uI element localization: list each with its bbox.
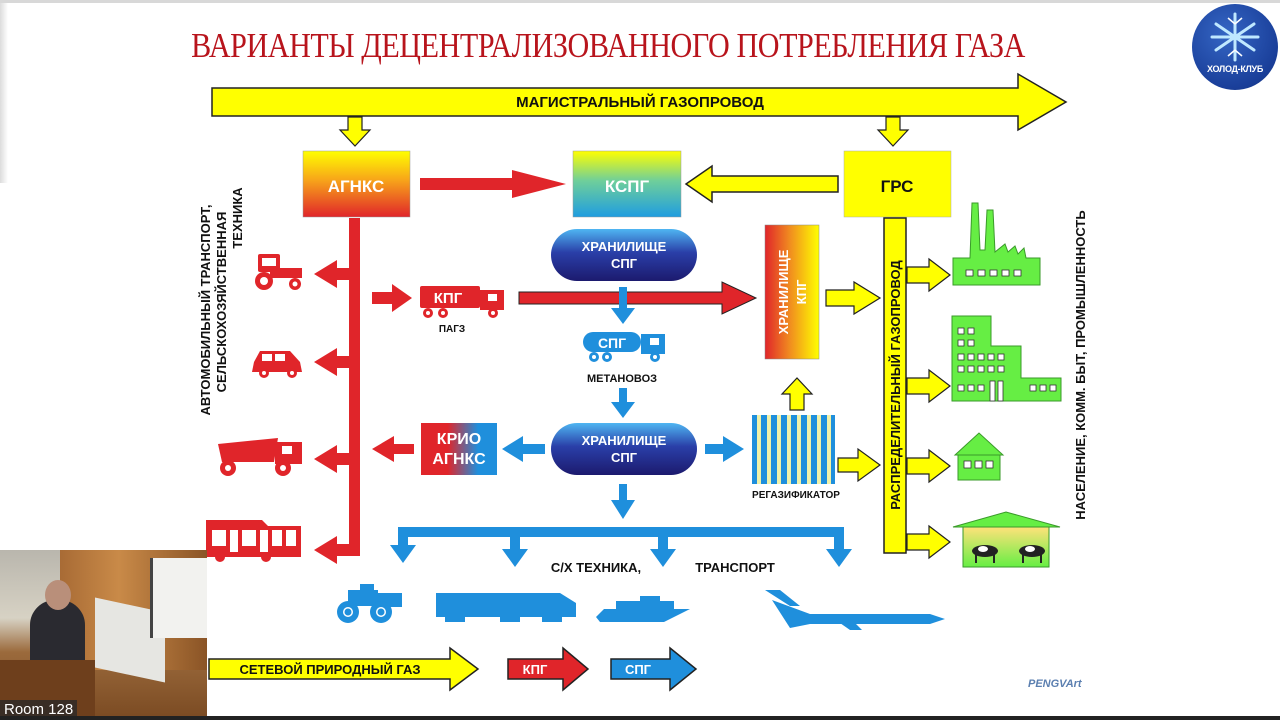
lng-storage-mid-label-1: ХРАНИЛИЩЕ — [582, 433, 667, 448]
main-pipeline-arrow — [211, 72, 1068, 132]
arrow-to-agnks — [338, 116, 372, 147]
cng-storage-label-2: КПГ — [794, 279, 809, 304]
ship-icon — [596, 596, 690, 622]
dump-truck-icon — [218, 438, 302, 476]
video-speaker-head — [45, 580, 71, 610]
agnks-label: АГНКС — [328, 177, 385, 196]
main-pipeline-label: МАГИСТРАЛЬНЫЙ ГАЗОПРОВОД — [516, 93, 764, 111]
snowflake-icon — [1210, 12, 1260, 62]
bus-icon — [206, 520, 301, 562]
left-side-label-line-1: АВТОМОБИЛЬНЫЙ ТРАНСПОРТ, — [198, 204, 213, 415]
arrow-to-dumptruck — [314, 445, 349, 473]
house-icon — [953, 432, 1005, 481]
window-bottom-bar — [0, 716, 1280, 720]
holod-club-logo: ХОЛОД-КЛУБ — [1192, 4, 1278, 90]
legend-natural-gas-label: СЕТЕВОЙ ПРИРОДНЫЙ ГАЗ — [239, 662, 420, 677]
arrow-to-car — [314, 348, 349, 376]
lng-storage-top-label-1: ХРАНИЛИЩЕ — [582, 239, 667, 254]
arrow-to-barn — [906, 524, 951, 560]
arrow-to-office — [906, 368, 951, 404]
slide-title: ВАРИАНТЫ ДЕЦЕНТРАЛИЗОВАННОГО ПОТРЕБЛЕНИЯ… — [191, 26, 1025, 65]
bottom-label-agri: С/Х ТЕХНИКА, — [551, 560, 641, 575]
legend-lng-arrow — [610, 646, 698, 692]
pagz-truck-icon — [420, 286, 504, 318]
room-label: Room 128 — [0, 700, 78, 720]
tractor-icon — [255, 254, 302, 290]
arrow-grs-to-kspg — [684, 164, 839, 204]
arrow-to-ship — [650, 537, 676, 567]
video-projector-screen — [150, 558, 207, 638]
suv-car-icon — [252, 351, 302, 378]
lng-storage-mid-label-2: СПГ — [611, 450, 638, 465]
cng-storage-box — [764, 224, 820, 360]
pagz-label: ПАГЗ — [439, 324, 465, 335]
distribution-pipeline-label: РАСПРЕДЕЛИТЕЛЬНЫЙ ГАЗОПРОВОД — [888, 260, 903, 510]
cng-storage-label-1: ХРАНИЛИЩЕ — [776, 249, 791, 334]
arrow-lng-to-crio — [502, 436, 545, 462]
webcam-video-overlay[interactable] — [0, 550, 207, 720]
kspg-box — [572, 150, 682, 218]
legend-cng-label: КПГ — [523, 662, 548, 677]
factory-icon — [952, 202, 1041, 286]
agri-tractor-icon — [337, 584, 402, 623]
lng-bottom-bar — [398, 527, 844, 537]
left-side-label-line-2: СЕЛЬСКОХОЗЯЙСТВЕННАЯ — [214, 212, 229, 393]
grs-box — [843, 150, 952, 218]
video-speaker — [30, 600, 85, 670]
window-top-border — [0, 0, 1280, 3]
arrow-to-agri-tractor — [390, 527, 416, 563]
pagz-cargo-label: КПГ — [434, 290, 463, 307]
arrow-to-tractor — [314, 260, 349, 288]
methanovoz-label: МЕТАНОВОЗ — [587, 373, 657, 385]
legend-cng-arrow — [507, 646, 590, 692]
bottom-label-transport: ТРАНСПОРТ — [695, 560, 775, 575]
right-side-label: НАСЕЛЕНИЕ, КОММ. БЫТ, ПРОМЫШЛЕННОСТЬ — [1073, 210, 1088, 519]
arrow-to-lng-storage-mid — [611, 388, 635, 418]
window-left-shade — [0, 3, 8, 183]
lng-storage-top-label-2: СПГ — [611, 256, 638, 271]
arrow-to-bus — [314, 536, 360, 564]
grs-label: ГРС — [881, 177, 914, 196]
left-side-label: АВТОМОБИЛЬНЫЙ ТРАНСПОРТ, СЕЛЬСКОХОЗЯЙСТВ… — [198, 187, 245, 416]
agnks-red-trunk — [349, 218, 360, 556]
arrow-to-pagz — [372, 284, 412, 312]
arrow-lng-down — [611, 484, 635, 519]
arrow-to-methanovoz — [611, 287, 635, 324]
crio-agnks-box — [421, 423, 497, 475]
agnks-box — [302, 150, 411, 218]
crio-agnks-label-2: АГНКС — [432, 451, 486, 468]
legend-natural-gas-arrow — [208, 646, 480, 692]
arrow-lng-to-regasifier — [705, 436, 744, 462]
regasifier-box — [752, 415, 835, 484]
airplane-icon — [765, 590, 945, 630]
methanovoz-truck-icon — [583, 332, 665, 362]
office-building-icon — [951, 315, 1062, 402]
arrow-regasifier-to-pipeline — [837, 447, 882, 483]
crio-agnks-label-1: КРИО — [437, 431, 481, 448]
arrow-agnks-to-kspg — [420, 170, 566, 198]
arrow-to-airplane — [826, 527, 852, 567]
locomotive-icon — [436, 593, 576, 622]
arrow-regasifier-up — [780, 377, 814, 411]
arrow-to-factory — [906, 257, 951, 293]
left-side-label-line-3: ТЕХНИКА — [230, 187, 245, 249]
arrow-to-grs — [876, 116, 910, 147]
regasifier-label: РЕГАЗИФИКАТОР — [752, 490, 840, 501]
methanovoz-cargo-label: СПГ — [598, 335, 626, 351]
arrow-crio-to-left — [372, 436, 414, 462]
arrow-pagz-to-cng-storage — [518, 281, 758, 315]
barn-livestock-icon — [952, 511, 1061, 568]
arrow-to-house — [906, 448, 951, 484]
kspg-label: КСПГ — [605, 177, 650, 196]
distribution-pipeline — [883, 217, 907, 554]
arrow-to-locomotive — [502, 537, 528, 567]
lng-storage-top — [551, 229, 697, 281]
arrow-cng-storage-to-pipeline — [825, 280, 882, 316]
credit-text: PENGVArt — [1028, 678, 1082, 690]
legend-lng-label: СПГ — [625, 662, 652, 677]
logo-text: ХОЛОД-КЛУБ — [1206, 64, 1264, 74]
lng-storage-mid — [551, 423, 697, 475]
